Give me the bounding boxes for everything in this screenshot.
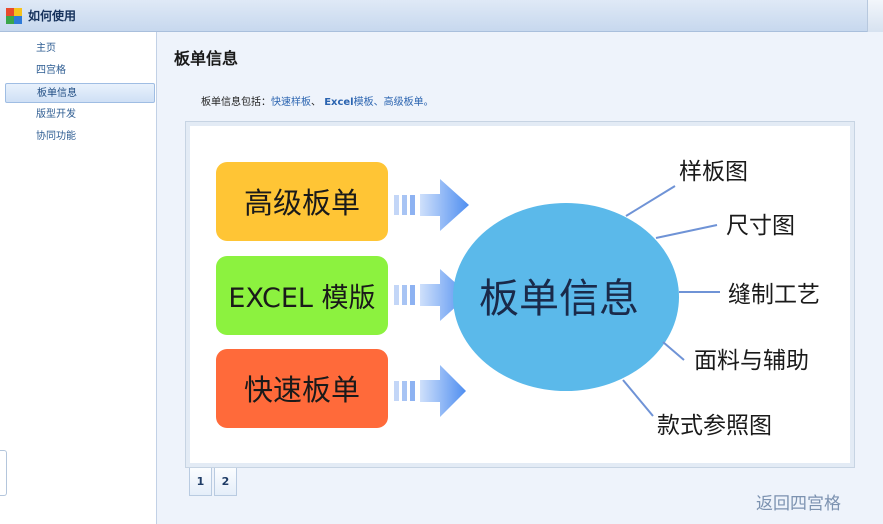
input-label-advanced: 高级板单 xyxy=(244,186,360,220)
board-info-diagram: 高级板单 EXCEL 模版 快速板单 xyxy=(216,159,820,439)
input-box-quick xyxy=(216,349,388,428)
input-box-excel xyxy=(216,256,388,335)
input-label-quick: 快速板单 xyxy=(244,373,360,407)
window-title: 如何使用 xyxy=(28,9,77,23)
center-ellipse xyxy=(453,203,679,391)
sidebar-item-pattern-dev[interactable]: 版型开发 xyxy=(36,109,76,120)
app-logo-icon xyxy=(6,7,22,24)
page-button-2[interactable]: 2 xyxy=(214,468,237,496)
output-label-sample: 样板图 xyxy=(679,159,748,185)
link-quick-template[interactable]: 快速样板 xyxy=(271,97,311,108)
output-label-size: 尺寸图 xyxy=(726,213,795,239)
intro-sep-2: 、 xyxy=(373,97,384,108)
page-title: 板单信息 xyxy=(174,49,239,68)
connector-line xyxy=(655,224,718,239)
window-corner xyxy=(867,0,883,32)
sidebar-item-collab[interactable]: 协同功能 xyxy=(36,131,76,142)
link-excel-template[interactable]: 模板 xyxy=(353,97,374,108)
input-label-excel: EXCEL 模版 xyxy=(228,283,375,314)
sidebar-item-home[interactable]: 主页 xyxy=(36,43,56,54)
sidebar-item-grid[interactable]: 四宫格 xyxy=(36,65,66,76)
output-label-fabric: 面料与辅助 xyxy=(694,348,809,374)
window-titlebar: 如何使用 xyxy=(0,0,883,32)
intro-suffix: 。 xyxy=(423,97,434,108)
main-panel: 板单信息 板单信息包括：快速样板、 Excel模板、高级板单。 高级板单 EXC… xyxy=(158,32,883,524)
center-label: 板单信息 xyxy=(479,276,639,322)
link-advanced-board[interactable]: 高级板单 xyxy=(383,97,424,108)
arrow-icon xyxy=(394,269,469,321)
sidebar: 主页 四宫格 板单信息 版型开发 协同功能 xyxy=(0,32,157,524)
connector-line xyxy=(625,185,676,217)
link-excel[interactable]: Excel xyxy=(324,97,354,108)
connector-line xyxy=(662,341,685,361)
sidebar-collapse-handle[interactable] xyxy=(0,450,7,496)
input-box-advanced xyxy=(216,162,388,241)
output-label-style-ref: 款式参照图 xyxy=(657,413,772,439)
intro-sep: 、 xyxy=(311,97,325,108)
page-button-1[interactable]: 1 xyxy=(189,468,212,496)
sidebar-item-board-info[interactable]: 板单信息 xyxy=(5,83,155,103)
intro-prefix: 板单信息包括： xyxy=(201,97,271,108)
output-label-sewing: 缝制工艺 xyxy=(728,282,820,308)
diagram-canvas: 高级板单 EXCEL 模版 快速板单 xyxy=(185,121,855,468)
connector-line xyxy=(622,379,654,417)
intro-text: 板单信息包括：快速样板、 Excel模板、高级板单。 xyxy=(201,93,434,108)
arrow-icon xyxy=(394,179,469,231)
back-to-grid-link[interactable]: 返回四宫格 xyxy=(756,494,841,514)
arrow-icon xyxy=(394,365,466,417)
